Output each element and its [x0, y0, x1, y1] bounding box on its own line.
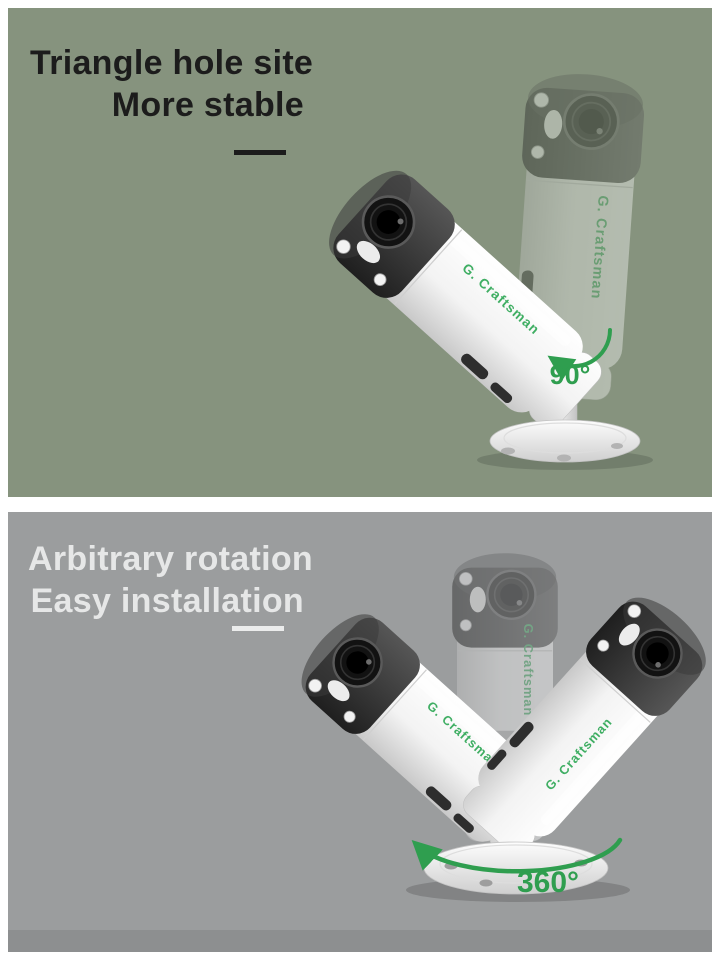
divider-dash	[234, 150, 286, 155]
screw-hole	[611, 443, 623, 449]
brand-text: G. Craftsman	[587, 195, 610, 300]
screw-hole	[557, 454, 571, 462]
camera-90-rotation-illustration: G. Craftsman G. Craftsman 90°	[312, 68, 653, 470]
rotation-angle-label: 90°	[550, 360, 591, 390]
headline-line1: Arbitrary rotation	[28, 540, 313, 578]
mount-base-plate	[489, 419, 641, 463]
ghost-camera: G. Craftsman	[504, 68, 648, 404]
rotation-angle-label: 360°	[517, 866, 579, 899]
mount-base-plate	[423, 841, 609, 895]
bottom-headline: Arbitrary rotation Easy installation	[28, 538, 313, 622]
rotation-arrow-icon	[547, 328, 613, 381]
brand-text: G. Craftsman	[521, 624, 536, 717]
divider-dash	[232, 626, 284, 631]
headline-line2: Easy installation	[30, 582, 304, 620]
headline-line1: Triangle hole site	[30, 44, 314, 82]
rotation-arrow-icon	[411, 837, 623, 874]
screw-hole	[479, 879, 493, 887]
screw-hole	[501, 447, 515, 455]
top-section: G. Craftsman G. Craftsman 90° Triangle h…	[8, 8, 712, 497]
headline-line2: More stable	[111, 86, 304, 124]
camera-360-rotation-illustration: G. Craftsman G. Craftsman G. Craftsman 3…	[285, 552, 712, 902]
floor-strip	[8, 930, 712, 952]
top-headline: Triangle hole site More stable	[30, 42, 314, 126]
bottom-section: G. Craftsman G. Craftsman G. Craftsman 3…	[8, 512, 712, 952]
